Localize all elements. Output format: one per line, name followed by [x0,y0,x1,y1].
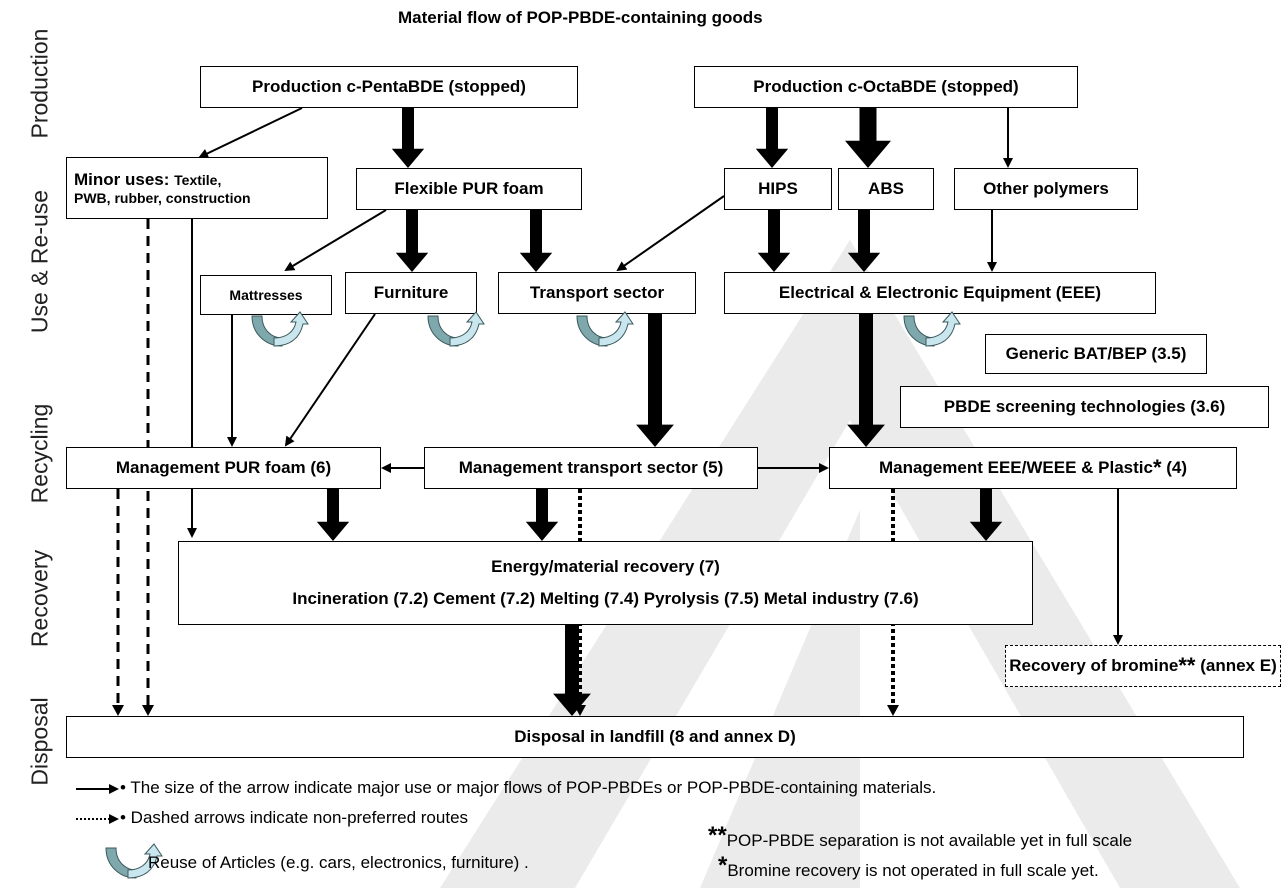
arrow-mgmt-transport-to-energy [525,489,559,541]
box-energy-material-recovery: Energy/material recovery (7) Incineratio… [178,541,1033,625]
footnote-single-star-text: Bromine recovery is not operated in full… [727,861,1099,880]
footnote-single-star: *Bromine recovery is not operated in ful… [718,852,1099,881]
footnote-single-star-mark: * [718,852,728,879]
box-generic-bat-bep-label: Generic BAT/BEP (3.5) [1005,344,1187,363]
minor-uses-label: Minor uses: [74,170,170,189]
arrow-mgmt-pur-to-landfill-head [112,705,124,716]
box-furniture-label: Furniture [373,283,449,302]
legend-dashed-arrow-text: • Dashed arrows indicate non-preferred r… [120,808,469,827]
box-mattresses-label: Mattresses [229,287,303,303]
box-disposal-landfill: Disposal in landfill (8 and annex D) [66,716,1244,758]
reuse-icon-transport [573,310,635,353]
box-management-pur-foam-label: Management PUR foam (6) [115,458,332,477]
box-furniture: Furniture [345,272,477,314]
box-transport-sector: Transport sector [498,272,696,314]
arrow-penta-to-minor-uses [198,107,303,159]
box-mattresses: Mattresses [200,275,332,315]
reuse-icon-eee [900,310,962,353]
arrow-eee-to-mgmt-eee [847,314,885,447]
arrow-pur-to-mattresses [284,209,387,272]
box-minor-uses: Minor uses: Textile, PWB, rubber, constr… [66,157,328,219]
box-management-pur-foam: Management PUR foam (6) [66,447,381,489]
legend-solid-arrow-icon [76,784,119,794]
box-hips: HIPS [724,168,832,210]
box-production-pentabde: Production c-PentaBDE (stopped) [200,66,578,108]
arrow-mgmt-pur-to-energy [316,489,350,541]
box-management-eee: Management EEE/WEEE & Plastic* (4) [829,447,1237,489]
reuse-icon-legend [102,842,164,885]
box-flexible-pur-foam-label: Flexible PUR foam [394,179,544,198]
arrow-pur-to-transport [519,210,553,272]
box-production-pentabde-label: Production c-PentaBDE (stopped) [252,77,526,96]
box-eee: Electrical & Electronic Equipment (EEE) [724,272,1156,314]
arrow-mgmt-eee-to-energy [969,489,1003,541]
legend-dashed-arrow-icon [76,814,119,824]
box-eee-label: Electrical & Electronic Equipment (EEE) [778,283,1102,302]
box-disposal-landfill-label: Disposal in landfill (8 and annex D) [514,727,796,746]
arrow-octa-to-hips [755,108,789,168]
minor-uses-detail-1: Textile, [174,172,222,188]
box-production-octabde-label: Production c-OctaBDE (stopped) [753,77,1019,96]
arrow-octa-to-abs [845,108,891,168]
arrow-mgmt-eee-to-landfill-head [887,705,899,716]
box-recovery-of-bromine-ref: (annex E) [1200,656,1277,675]
energy-recovery-title: Energy/material recovery (7) [491,557,720,576]
arrow-abs-to-eee [847,210,881,272]
arrow-furniture-to-mgmt-pur [284,313,376,447]
box-pbde-screening: PBDE screening technologies (3.6) [900,386,1269,428]
box-transport-sector-label: Transport sector [529,283,665,302]
box-management-eee-ref: (4) [1166,458,1188,477]
box-pbde-screening-label: PBDE screening technologies (3.6) [943,397,1226,416]
arrow-transport-to-mgmt-transport [636,314,674,447]
reuse-icon-furniture [424,310,486,353]
legend-reuse-text: Reuse of Articles (e.g. cars, electronic… [148,853,529,872]
box-recovery-of-bromine-label: Recovery of bromine [1009,656,1179,675]
diagram-title: Material flow of POP-PBDE-containing goo… [398,8,763,27]
legend-solid-arrow-text: • The size of the arrow indicate major u… [120,778,937,797]
box-hips-label: HIPS [758,179,798,198]
arrow-pur-to-furniture [395,210,429,272]
energy-recovery-detail: Incineration (7.2) Cement (7.2) Melting … [292,589,919,608]
box-abs-label: ABS [868,179,904,198]
box-management-eee-label: Management EEE/WEEE & Plastic [878,458,1153,477]
arrow-minor-uses-to-landfill-head [142,705,154,716]
box-management-transport-label: Management transport sector (5) [458,458,724,477]
arrow-hips-to-eee [757,210,791,272]
box-recovery-of-bromine: Recovery of bromine** (annex E) [1005,645,1281,687]
arrow-energy-to-landfill [553,625,591,716]
minor-uses-detail-2: PWB, rubber, construction [74,190,251,206]
box-production-octabde: Production c-OctaBDE (stopped) [694,66,1078,108]
footnote-double-star-mark: ** [708,822,727,849]
box-flexible-pur-foam: Flexible PUR foam [356,168,582,210]
box-other-polymers: Other polymers [954,168,1138,210]
arrow-hips-to-transport [616,195,725,272]
box-other-polymers-label: Other polymers [983,179,1109,198]
box-abs: ABS [838,168,934,210]
box-management-transport: Management transport sector (5) [424,447,758,489]
reuse-icon-mattresses [248,310,310,353]
footnote-double-star: **POP-PBDE separation is not available y… [708,822,1132,851]
footnote-double-star-text: POP-PBDE separation is not available yet… [726,831,1133,850]
box-generic-bat-bep: Generic BAT/BEP (3.5) [985,334,1207,374]
arrow-penta-to-pur-foam [391,108,425,168]
